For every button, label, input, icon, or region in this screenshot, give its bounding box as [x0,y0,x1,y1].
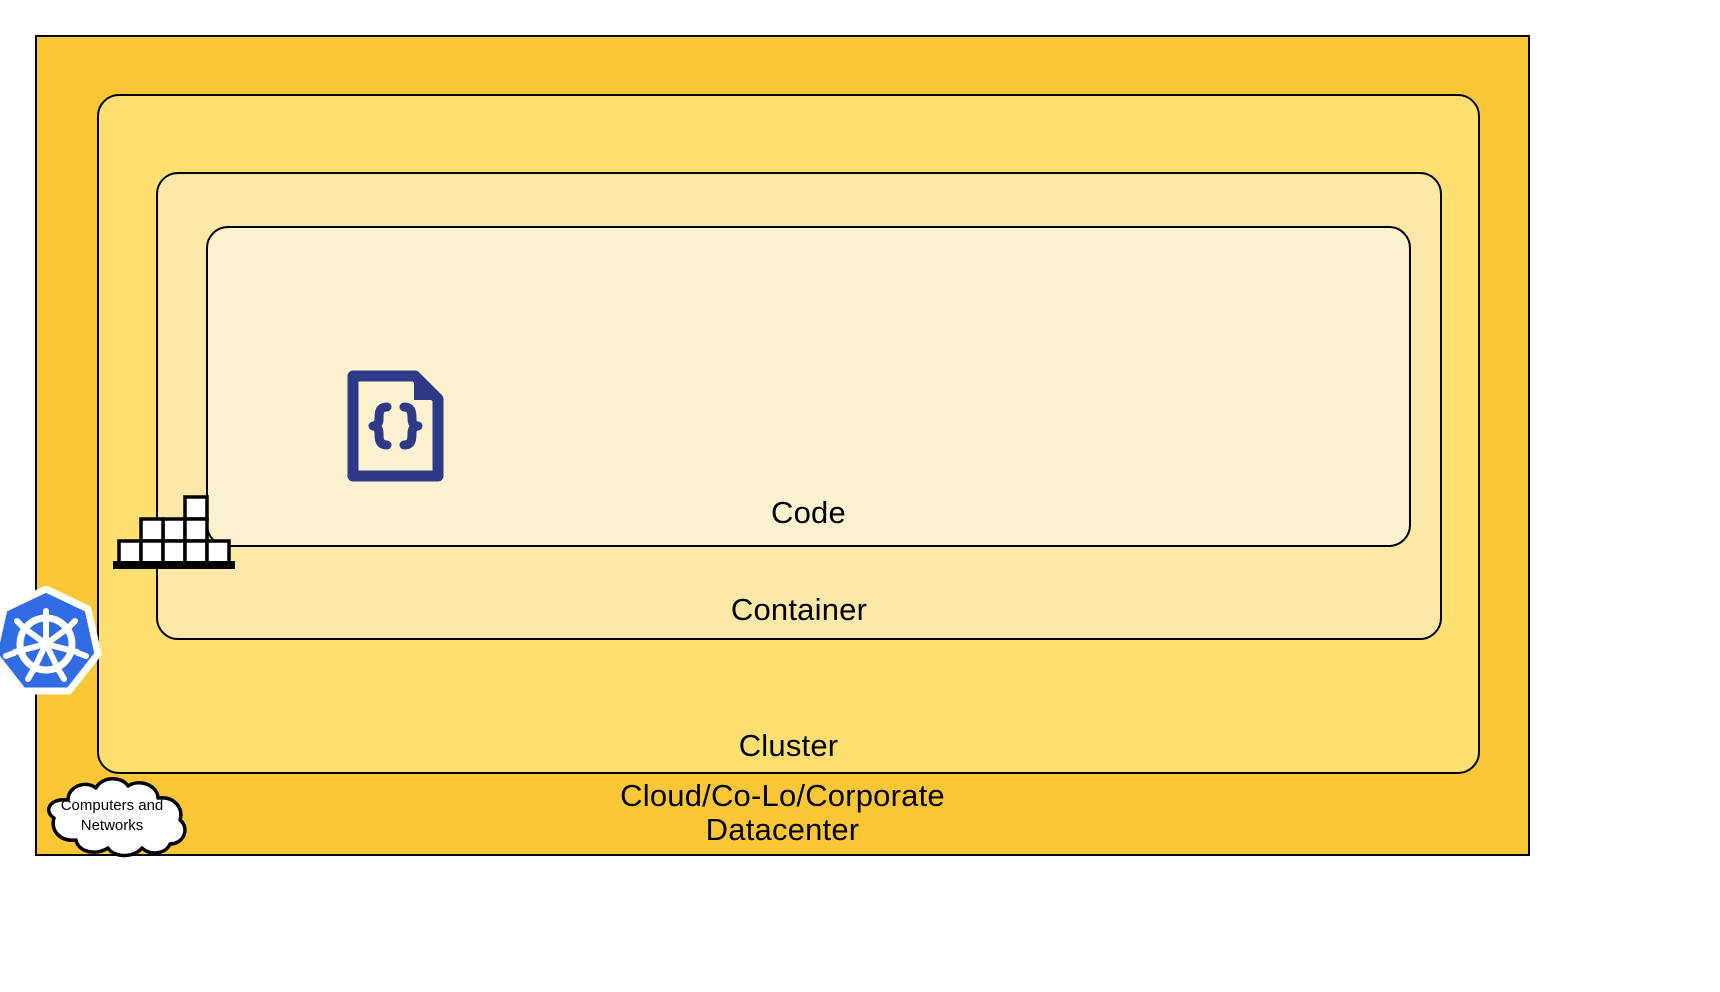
kubernetes-icon [0,586,103,700]
layer-datacenter-label: Cloud/Co-Lo/Corporate Datacenter [620,777,945,848]
cloud-icon [47,777,187,858]
layer-code[interactable]: Code [206,226,1411,547]
computers-and-networks-callout[interactable]: Computers and Networks [28,772,196,858]
layer-container-label: Container [730,592,868,628]
layer-code-label: Code [771,495,846,531]
box-stack-icon [113,493,237,569]
layer-cluster-label: Cluster [738,728,839,764]
layer-container[interactable]: Code Container [156,172,1442,640]
layer-datacenter[interactable]: Code Container [0,35,1530,856]
code-file-icon [343,367,447,485]
layer-cluster[interactable]: Code Container [97,94,1480,774]
